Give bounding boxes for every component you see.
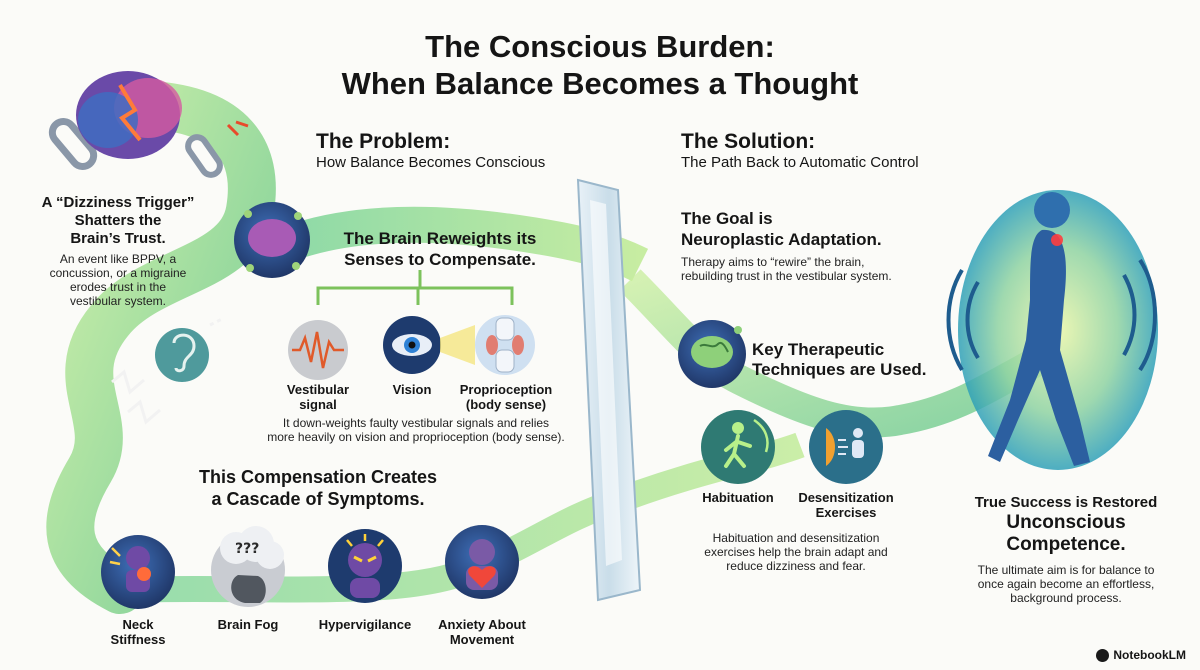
signal-disruption-icon <box>111 316 225 425</box>
success-heading: True Success is Restored <box>974 494 1158 511</box>
trigger-block: A “Dizziness Trigger” Shatters the Brain… <box>18 194 218 308</box>
solution-header: The Solution: The Path Back to Automatic… <box>681 130 919 171</box>
reweight-heading: The Brain Reweights its Senses to Compen… <box>343 229 537 269</box>
trigger-heading: A “Dizziness Trigger” Shatters the Brain… <box>41 194 195 247</box>
neck-pain-icon <box>101 535 175 609</box>
walking-figure-icon <box>946 190 1158 470</box>
path-left <box>46 81 276 614</box>
reweight-brain-icon <box>234 202 310 278</box>
sense-label-proprioception: Proprioception(body sense) <box>459 382 553 412</box>
mirror-barrier-icon <box>576 178 642 602</box>
notebooklm-logo-icon <box>1096 648 1110 662</box>
eye-icon <box>383 316 475 374</box>
problem-subtitle: How Balance Becomes Conscious <box>316 154 546 171</box>
broken-chain-icon <box>48 118 249 178</box>
goal-body: Therapy aims to “rewire” the brain,rebui… <box>681 255 892 283</box>
therapy-brain-icon <box>678 320 746 388</box>
technique-label-habituation: Habituation <box>702 490 774 505</box>
symptom-label-hypervigilance: Hypervigilance <box>318 617 412 632</box>
habituation-walker-icon <box>701 410 775 484</box>
cracked-brain-icon <box>76 71 182 159</box>
brain-fog-icon: ??? <box>211 526 285 607</box>
problem-header: The Problem: How Balance Becomes Conscio… <box>316 130 545 171</box>
brand-mark: NotebookLM <box>1096 648 1186 662</box>
ear-icon <box>155 328 209 382</box>
solution-title: The Solution: <box>681 130 816 153</box>
sense-label-vision: Vision <box>392 382 432 397</box>
senses-bracket <box>316 270 514 305</box>
solution-subtitle: The Path Back to Automatic Control <box>681 154 919 171</box>
joint-icon <box>475 315 535 375</box>
svg-text:???: ??? <box>235 541 259 557</box>
page-title: The Conscious Burden: When Balance Becom… <box>341 29 859 101</box>
desensitization-icon <box>809 410 883 484</box>
trigger-body: An event like BPPV, a concussion, or a m… <box>49 252 187 308</box>
brand-name: NotebookLM <box>1113 648 1186 662</box>
anxious-heart-icon <box>445 525 519 599</box>
reweight-body: It down-weights faulty vestibular signal… <box>267 416 565 444</box>
ear-waveform-icon <box>288 320 348 380</box>
symptom-label-brain-fog: Brain Fog <box>217 617 279 632</box>
problem-title: The Problem: <box>316 130 451 153</box>
alert-eyes-icon <box>328 529 402 603</box>
